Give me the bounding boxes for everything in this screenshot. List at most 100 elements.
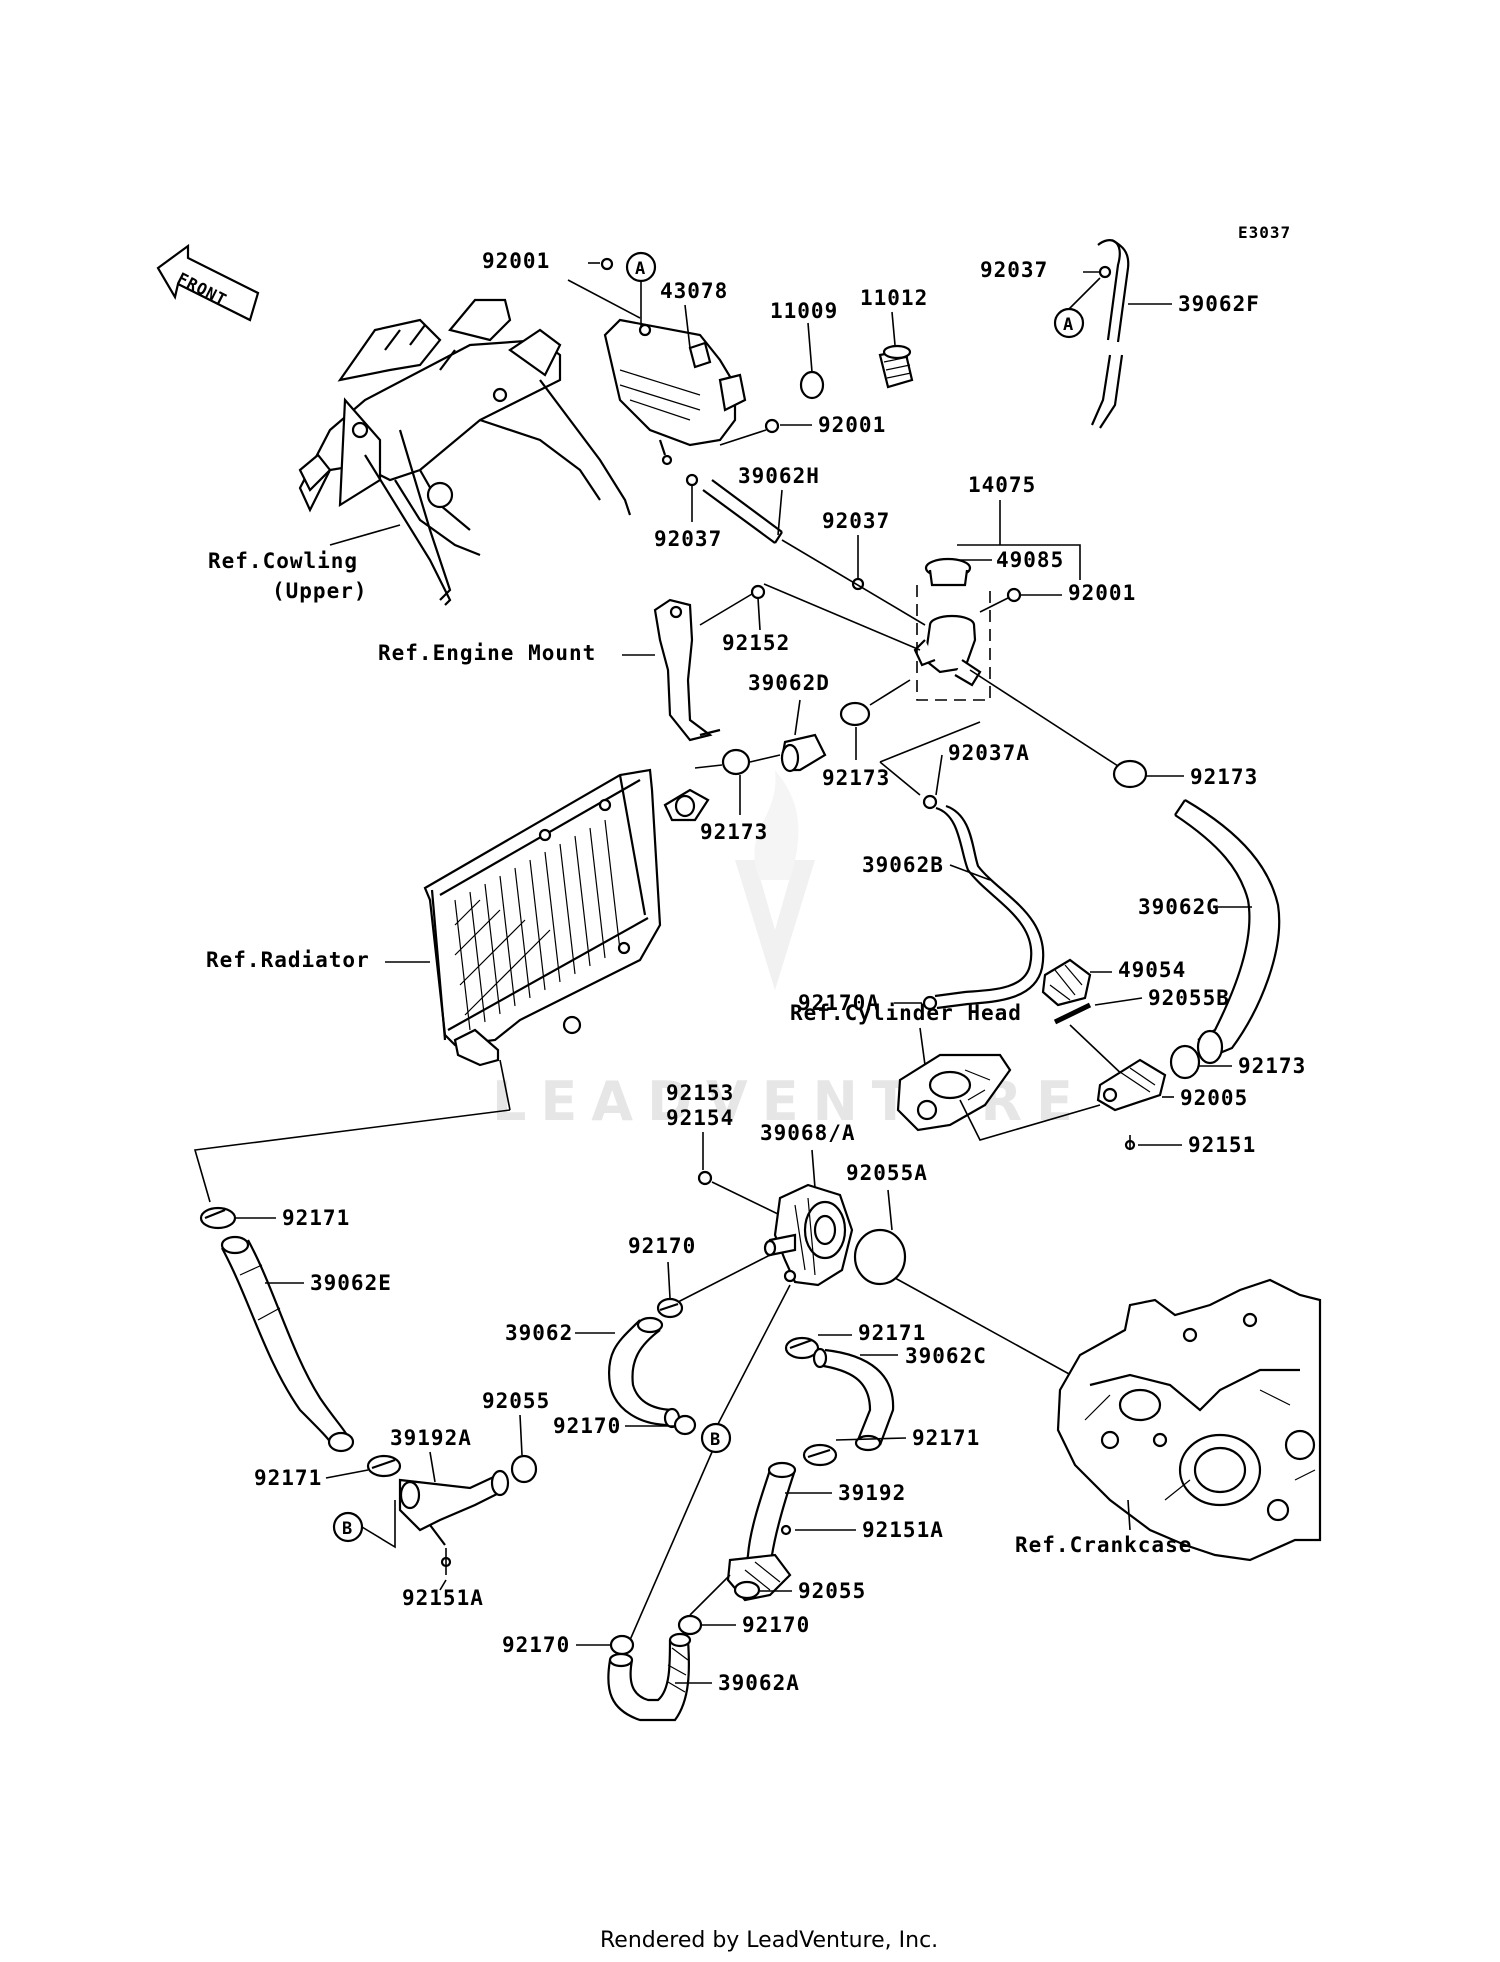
part-39062D: 39062D <box>748 671 830 695</box>
part-92153: 92153 <box>666 1081 734 1105</box>
radiator-drawing <box>423 768 710 1067</box>
gasket-11009 <box>799 370 825 400</box>
part-92151A-b: 92151A <box>402 1586 484 1610</box>
part-92001-mid: 92001 <box>818 413 886 437</box>
front-arrow-icon: FRONT <box>156 243 260 322</box>
o-ring-92055A <box>853 1228 907 1286</box>
part-92001-top: 92001 <box>482 249 550 273</box>
callout-a-top: A <box>625 251 657 283</box>
svg-text:B: B <box>710 1430 721 1450</box>
o-ring-92055-a <box>510 1454 538 1484</box>
part-92055A: 92055A <box>846 1161 928 1185</box>
part-92037-mid: 92037 <box>822 509 890 533</box>
part-14075: 14075 <box>968 473 1036 497</box>
part-39062A: 39062A <box>718 1671 800 1695</box>
watermark-logo <box>735 770 815 990</box>
part-43078: 43078 <box>660 279 728 303</box>
part-39068A: 39068/A <box>760 1121 856 1145</box>
part-92171-b: 92171 <box>858 1321 926 1345</box>
svg-text:A: A <box>635 259 646 279</box>
clamp-92171-a <box>199 1206 237 1230</box>
part-39062C: 39062C <box>905 1344 987 1368</box>
part-11009: 11009 <box>770 299 838 323</box>
ref-engine-mount-label: Ref.Engine Mount <box>378 641 596 665</box>
part-92173-c: 92173 <box>1190 765 1258 789</box>
part-92037A: 92037A <box>948 741 1030 765</box>
part-92055B: 92055B <box>1148 986 1230 1010</box>
ref-cowling-upper-label: (Upper) <box>272 579 368 603</box>
hose-39062G <box>1174 799 1281 1065</box>
part-92005: 92005 <box>1180 1086 1248 1110</box>
clamp-92170-b <box>673 1414 697 1436</box>
water-pump-39068A <box>763 1183 854 1287</box>
part-92171-d: 92171 <box>912 1426 980 1450</box>
part-92173-d: 92173 <box>1238 1054 1306 1078</box>
footer-credit: Rendered by LeadVenture, Inc. <box>600 1928 938 1953</box>
ref-cylinder-head-label: Ref.Cylinder Head <box>790 1001 1022 1025</box>
clamp-92171-d <box>802 1443 838 1467</box>
part-92170-d: 92170 <box>742 1613 810 1637</box>
clamp-92170-d <box>677 1614 703 1636</box>
cylinder-head-drawing <box>896 1053 1012 1132</box>
ref-cowling-label: Ref.Cowling <box>208 549 358 573</box>
hose-39062F <box>1090 239 1130 429</box>
part-39192: 39192 <box>838 1481 906 1505</box>
part-92173-b: 92173 <box>700 820 768 844</box>
filler-neck-drawing <box>913 614 982 687</box>
radiator-cap-49085 <box>924 557 972 587</box>
part-92001-right: 92001 <box>1068 581 1136 605</box>
part-92151A-a: 92151A <box>862 1518 944 1542</box>
callout-b-left: B <box>332 1511 364 1543</box>
part-92173-a: 92173 <box>822 766 890 790</box>
hose-39062B <box>934 804 1045 1010</box>
hose-39062D <box>780 733 827 773</box>
ref-radiator-label: Ref.Radiator <box>206 948 370 972</box>
hose-39062E <box>220 1235 355 1453</box>
part-11012: 11012 <box>860 286 928 310</box>
engine-mount-drawing <box>653 598 721 742</box>
clamp-92173-a <box>839 701 871 727</box>
part-39062E: 39062E <box>310 1271 392 1295</box>
part-92152: 92152 <box>722 631 790 655</box>
part-39062B: 39062B <box>862 853 944 877</box>
diagram-code: E3037 <box>1238 223 1291 242</box>
hose-39062 <box>607 1316 681 1429</box>
pipe-39192A <box>398 1469 510 1546</box>
part-92170-b: 92170 <box>553 1414 621 1438</box>
part-92055-b: 92055 <box>798 1579 866 1603</box>
clamp-92170-a <box>656 1297 684 1319</box>
reservoir-cap-11012 <box>878 344 914 389</box>
part-92170-a: 92170 <box>628 1234 696 1258</box>
part-39062F: 39062F <box>1178 292 1260 316</box>
part-92154: 92154 <box>666 1106 734 1130</box>
svg-text:B: B <box>342 1519 353 1539</box>
part-92037-left: 92037 <box>654 527 722 551</box>
thermostat-49054 <box>1041 958 1092 1007</box>
part-92171-c: 92171 <box>254 1466 322 1490</box>
clamp-92171-c <box>366 1454 402 1478</box>
part-92171-a: 92171 <box>282 1206 350 1230</box>
part-39062H: 39062H <box>738 464 820 488</box>
clamp-92173-c <box>1112 759 1148 789</box>
reservoir-tank-drawing <box>603 318 747 466</box>
part-49054: 49054 <box>1118 958 1186 982</box>
part-39062G: 39062G <box>1138 895 1220 919</box>
o-ring-92055-b <box>733 1580 761 1600</box>
clamp-92170-c <box>609 1634 635 1656</box>
clamp-92171-b <box>784 1336 820 1360</box>
part-39062: 39062 <box>505 1321 573 1345</box>
clamp-92173-d <box>1169 1044 1201 1080</box>
water-outlet-92005 <box>1096 1058 1167 1112</box>
svg-text:A: A <box>1063 315 1074 335</box>
part-92170-c: 92170 <box>502 1633 570 1657</box>
hose-39062A <box>607 1632 692 1722</box>
part-92055-a: 92055 <box>482 1389 550 1413</box>
ref-crankcase-label: Ref.Crankcase <box>1015 1533 1192 1557</box>
part-92037-top: 92037 <box>980 258 1048 282</box>
part-49085: 49085 <box>996 548 1064 572</box>
hose-39062H <box>702 479 783 544</box>
callout-a-right: A <box>1053 307 1085 339</box>
part-39192A: 39192A <box>390 1426 472 1450</box>
hose-39062C <box>812 1347 895 1452</box>
